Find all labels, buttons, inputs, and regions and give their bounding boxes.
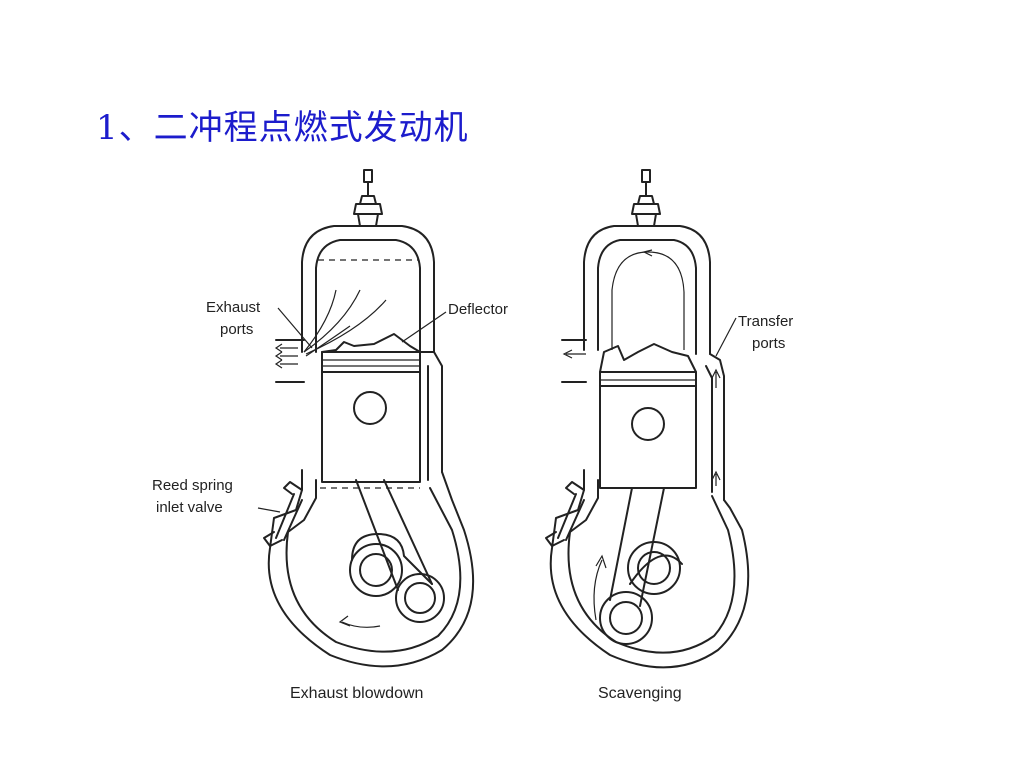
label-exhaust-ports-line1: Exhaust bbox=[206, 299, 261, 316]
leader-transfer bbox=[715, 317, 737, 357]
engine-left bbox=[263, 169, 475, 668]
label-deflector: Deflector bbox=[448, 301, 508, 318]
label-reed-line2: inlet valve bbox=[156, 499, 223, 516]
label-reed-line1: Reed spring bbox=[152, 477, 233, 494]
slide-title: 1、二冲程点燃式发动机 bbox=[96, 108, 469, 148]
spark-plug-right bbox=[631, 169, 661, 227]
spark-plug-left bbox=[353, 169, 383, 227]
cylinder-wall-right bbox=[583, 225, 711, 355]
leader-exhaust bbox=[277, 307, 313, 349]
crankcase-left bbox=[267, 469, 475, 668]
cylinder-wall-left bbox=[301, 225, 435, 353]
leader-deflector bbox=[401, 311, 447, 343]
engine-right bbox=[545, 169, 750, 669]
label-exhaust-ports-line2: ports bbox=[220, 321, 253, 338]
leader-reed bbox=[257, 507, 281, 513]
piston-left bbox=[321, 333, 421, 483]
piston-right bbox=[599, 343, 697, 489]
exhaust-port-left bbox=[274, 339, 305, 383]
reed-valve-left bbox=[263, 481, 303, 547]
exhaust-port-right bbox=[561, 339, 587, 383]
crankcase-right bbox=[549, 469, 750, 669]
caption-scavenging: Scavenging bbox=[598, 685, 682, 702]
reed-valve-right bbox=[545, 481, 585, 547]
label-transfer-ports-line1: Transfer bbox=[738, 313, 793, 330]
label-transfer-ports-line2: ports bbox=[752, 335, 785, 352]
connecting-rod-right bbox=[609, 487, 665, 607]
caption-exhaust-blowdown: Exhaust blowdown bbox=[290, 685, 423, 702]
